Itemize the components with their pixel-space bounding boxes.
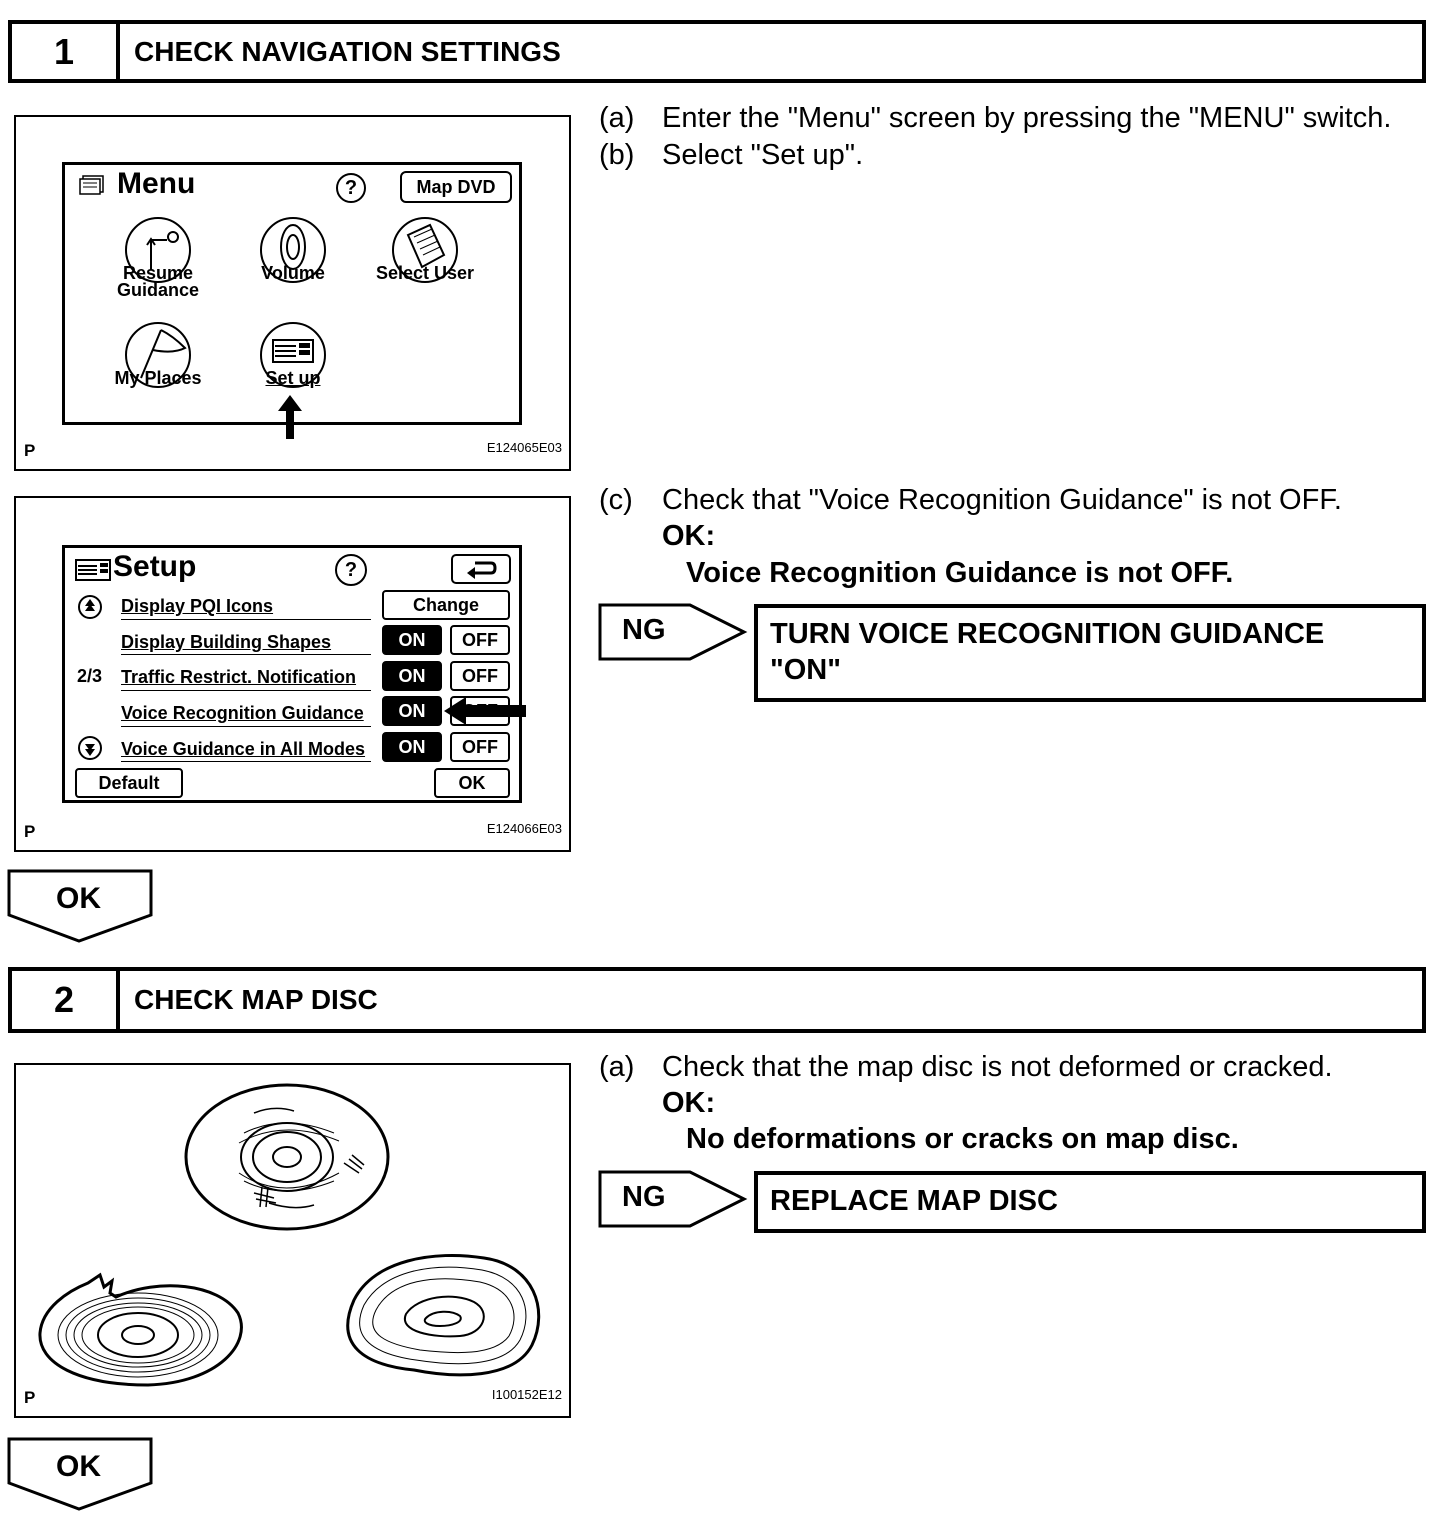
help-button[interactable]: ?: [336, 173, 366, 203]
setting-label-voice-recognition-guidance: Voice Recognition Guidance: [121, 703, 364, 723]
on-button[interactable]: ON: [382, 661, 442, 691]
change-button[interactable]: Change: [382, 590, 510, 620]
ok-arrow-shape: [7, 869, 153, 943]
on-button[interactable]: ON: [382, 625, 442, 655]
setting-label-traffic-restrict-notification: Traffic Restrict. Notification: [121, 667, 357, 687]
scroll-up-icon[interactable]: [77, 594, 103, 620]
set-up-label: Set up: [265, 368, 321, 388]
figure-code: I100152E12: [491, 1387, 562, 1402]
ok-heading: OK:: [662, 520, 716, 552]
setting-label-display-building-shapes: Display Building Shapes: [121, 632, 332, 652]
select-user-button[interactable]: [390, 215, 460, 285]
off-button[interactable]: OFF: [450, 661, 510, 691]
ok-condition: No deformations or cracks on map disc.: [686, 1123, 1239, 1155]
ng-label: NG: [622, 614, 666, 646]
menu-screen-figure: Menu ? Map DVD Resume Guidance Volume Se…: [14, 115, 571, 471]
menu-title: Menu: [117, 167, 196, 200]
step-title: CHECK NAVIGATION SETTINGS: [134, 35, 561, 67]
step-number: 2: [12, 971, 120, 1029]
off-button[interactable]: OFF: [450, 732, 510, 762]
setup-title: Setup: [113, 550, 197, 583]
pointer-arrow-up-icon: [278, 395, 302, 439]
ng-result-box: TURN VOICE RECOGNITION GUIDANCE "ON": [754, 604, 1426, 702]
scroll-down-icon[interactable]: [77, 735, 103, 761]
select-user-icon: [392, 217, 458, 283]
ok-condition: Voice Recognition Guidance is not OFF.: [686, 557, 1234, 589]
ok-button[interactable]: OK: [434, 768, 510, 798]
map-disc-figure: P I100152E12: [14, 1063, 571, 1418]
instruction-label: (c): [599, 484, 633, 516]
figure-code: E124065E03: [486, 440, 562, 455]
set-up-button[interactable]: [258, 320, 328, 390]
row-divider: [121, 726, 371, 727]
figure-p-label: P: [24, 822, 36, 841]
resume-guidance-button[interactable]: [123, 215, 193, 285]
instruction-text: Enter the "Menu" screen by pressing the …: [662, 102, 1392, 134]
row-divider: [121, 619, 371, 620]
menu-screen: Menu ? Map DVD Resume Guidance Volume Se…: [62, 162, 522, 425]
row-divider: [121, 654, 371, 655]
figure-p-label: P: [24, 1388, 36, 1407]
resume-guidance-icon: [125, 217, 191, 283]
instruction-b: (b) Select "Set up".: [599, 137, 863, 173]
back-arrow-icon: [467, 561, 497, 579]
ok-arrow-shape: [7, 1437, 153, 1511]
row-divider: [121, 690, 371, 691]
my-places-label: My Places: [114, 368, 202, 388]
select-user-label: Select User: [375, 263, 475, 283]
instruction-a: (a) Enter the "Menu" screen by pressing t…: [599, 100, 1391, 136]
menu-icon: [79, 175, 105, 200]
settings-list-icon: [260, 322, 326, 388]
instruction-text: Check that "Voice Recognition Guidance" …: [662, 484, 1342, 516]
step-1-header: 1 CHECK NAVIGATION SETTINGS: [8, 20, 1426, 83]
volume-label: Volume: [261, 263, 325, 283]
setup-screen: Setup ? 2/3 Display PQI Icons Change Dis…: [62, 545, 522, 803]
off-button[interactable]: OFF: [450, 625, 510, 655]
default-button[interactable]: Default: [75, 768, 183, 798]
page-indicator: 2/3: [77, 666, 103, 686]
row-divider: [121, 761, 371, 762]
ng-arrow-shape: [598, 1170, 748, 1228]
on-button[interactable]: ON: [382, 732, 442, 762]
normal-disc-illustration: [184, 1083, 390, 1231]
instruction-label: (a): [599, 102, 635, 134]
ok-arrow-label: OK: [56, 882, 101, 915]
flag-icon: [125, 322, 191, 388]
setting-label-voice-guidance-all-modes: Voice Guidance in All Modes: [121, 739, 366, 759]
volume-icon: [260, 217, 326, 283]
figure-p-label: P: [24, 441, 36, 460]
map-dvd-button[interactable]: Map DVD: [400, 171, 512, 203]
setup-screen-figure: Setup ? 2/3 Display PQI Icons Change Dis…: [14, 496, 571, 852]
help-button[interactable]: ?: [335, 554, 367, 586]
ng-arrow-shape: [598, 603, 748, 661]
instruction-label: (b): [599, 139, 635, 171]
deformed-disc-illustration: [346, 1253, 541, 1377]
instruction-c: (c) Check that "Voice Recognition Guidanc…: [599, 482, 1342, 518]
step-number: 1: [12, 24, 120, 79]
instruction-text: Check that the map disc is not deformed …: [662, 1051, 1333, 1083]
setup-icon: [75, 558, 111, 587]
my-places-button[interactable]: [123, 320, 193, 390]
ng-result-box: REPLACE MAP DISC: [754, 1171, 1426, 1233]
figure-code: E124066E03: [486, 821, 562, 836]
instruction-label: (a): [599, 1051, 635, 1083]
resume-guidance-label: Resume Guidance: [116, 263, 200, 300]
instruction-a: (a) Check that the map disc is not deform…: [599, 1049, 1333, 1085]
step-2-header: 2 CHECK MAP DISC: [8, 967, 1426, 1033]
pointer-arrow-left-icon: [444, 697, 526, 725]
on-button[interactable]: ON: [382, 696, 442, 726]
ng-label: NG: [622, 1181, 666, 1213]
step-title: CHECK MAP DISC: [134, 984, 378, 1015]
back-button[interactable]: [451, 554, 511, 584]
instruction-text: Select "Set up".: [662, 139, 864, 171]
setting-label-display-pqi-icons: Display PQI Icons: [121, 596, 274, 616]
ok-heading: OK:: [662, 1087, 716, 1119]
ok-arrow-label: OK: [56, 1450, 101, 1483]
ng-result-line: "ON": [770, 654, 841, 686]
ng-result-line: TURN VOICE RECOGNITION GUIDANCE: [770, 618, 1325, 650]
volume-button[interactable]: [258, 215, 328, 285]
ng-result-line: REPLACE MAP DISC: [770, 1185, 1058, 1217]
cracked-disc-illustration: [38, 1272, 243, 1387]
